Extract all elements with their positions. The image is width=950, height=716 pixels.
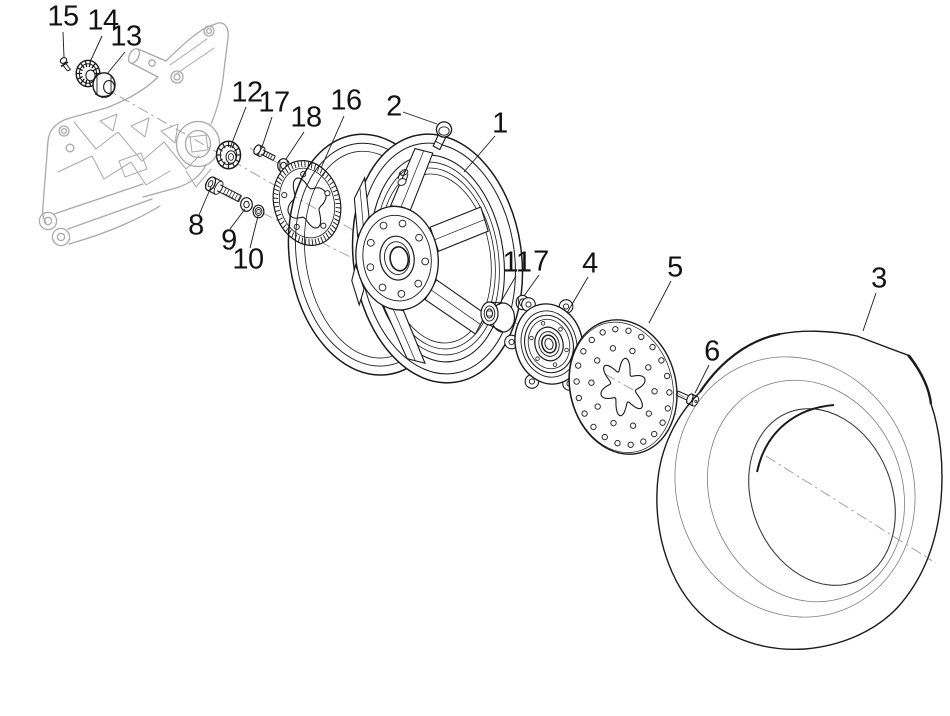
- part-10-drawing: [252, 204, 265, 219]
- part-number-label-17: 17: [258, 86, 290, 119]
- part-number-label-11: 11: [502, 246, 532, 279]
- part-number-label-9: 9: [221, 224, 237, 257]
- part-number-label-6: 6: [704, 335, 720, 368]
- part-number-label-7: 7: [533, 245, 549, 278]
- swingarm-bracket-drawing: [38, 22, 229, 247]
- valve-stem-drawing: [432, 121, 453, 151]
- tire-outline: [656, 330, 943, 651]
- part-number-label-10: 10: [232, 243, 264, 276]
- part-9-drawing: [240, 197, 253, 212]
- part-number-label-3: 3: [871, 262, 887, 295]
- part-17-drawing: [253, 144, 276, 161]
- part-number-label-2: 2: [386, 90, 402, 123]
- part-number-label-12: 12: [231, 76, 263, 109]
- part-number-label-8: 8: [188, 209, 204, 242]
- wheel-hub: [355, 205, 439, 311]
- part-number-label-5: 5: [667, 251, 683, 284]
- part-13-drawing: [92, 72, 116, 98]
- part-12-drawing: [215, 140, 242, 170]
- brake-disc-drawing: [568, 319, 678, 455]
- tire-drawing: [656, 330, 943, 651]
- part-number-label-15: 15: [47, 0, 79, 33]
- part-number-label-18: 18: [290, 101, 322, 134]
- wheel-rim-drawing: [287, 133, 524, 384]
- part-number-label-4: 4: [582, 247, 598, 280]
- part-number-label-1: 1: [492, 107, 508, 140]
- part-8-drawing: [204, 176, 242, 203]
- valve-hole-boss: [397, 169, 409, 186]
- part-15-drawing: [59, 57, 71, 72]
- tone-ring-drawing: [272, 159, 342, 247]
- part-number-label-13: 13: [110, 20, 142, 53]
- part-6-drawing: [675, 390, 699, 407]
- part-number-label-16: 16: [330, 84, 362, 117]
- part-number-label-14: 14: [87, 4, 119, 37]
- callout-leader-lines: [62, 31, 877, 394]
